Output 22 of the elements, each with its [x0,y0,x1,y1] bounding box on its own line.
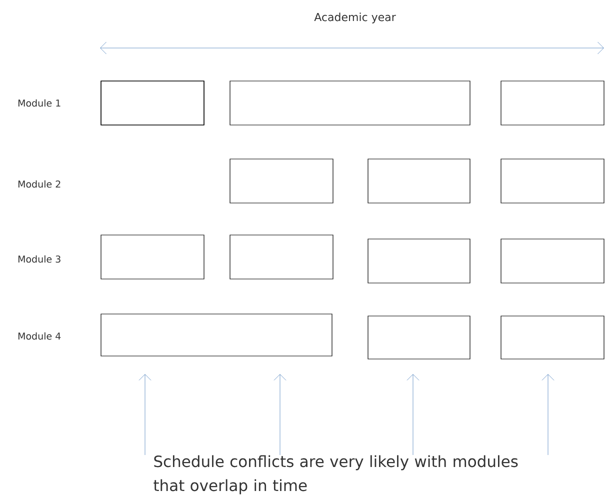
row-label: Module 3 [18,255,60,263]
module-box [368,316,470,360]
module-box [500,158,604,204]
row-label: Module 4 [18,332,61,340]
module-box [230,158,334,204]
arrow [542,374,554,456]
note-text: Schedule conflicts are very likely with modules that overlap in time [154,455,518,494]
module-box [230,234,334,280]
arrow [274,374,286,456]
module-box [500,80,604,126]
module-box [368,238,470,284]
module-box [500,316,604,360]
arrow [406,374,420,456]
module-box [368,158,470,204]
arrow [138,374,152,456]
module-box [100,234,204,280]
title: Academic year [314,12,396,24]
row-label: Module 2 [18,180,60,188]
module-box [500,238,604,284]
module-box [230,80,470,126]
module-box [100,314,332,356]
row-label: Module 1 [18,99,60,107]
